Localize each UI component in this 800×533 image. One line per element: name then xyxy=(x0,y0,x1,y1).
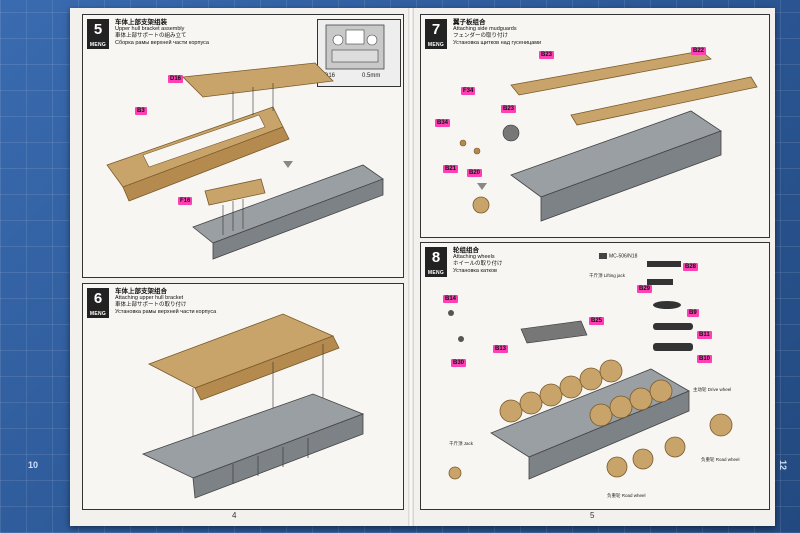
step-7-title-jp: フェンダーの取り付け xyxy=(453,33,509,39)
assembly-arrow-icon xyxy=(477,183,487,190)
step-7-title-en: Attaching side mudguards xyxy=(453,26,517,32)
step-7-drawing xyxy=(459,50,758,222)
note-road-wheel-a: 负重轮 Road wheel xyxy=(701,457,740,462)
part-callout-b10: B10 xyxy=(697,355,713,363)
part-callout-f16: F16 xyxy=(178,197,193,205)
step-6-title-en: Attaching upper hull bracket xyxy=(115,295,184,301)
part-callout-b23-b: B23 xyxy=(501,105,517,113)
part-callout-d16: D16 xyxy=(168,75,184,83)
step-8-title-ru: Установка катков xyxy=(453,268,497,274)
step-5-drawing xyxy=(106,62,384,260)
step-6-titles: 车体上部支架组合 Attaching upper hull bracket 車体… xyxy=(115,288,216,316)
step-5-title-ru: Сборка рамы верхней части корпуса xyxy=(115,40,209,46)
step-6-drawing xyxy=(141,313,365,499)
part-callout-b22: B22 xyxy=(691,47,707,55)
inset-thickness: 0.5mm xyxy=(362,73,381,79)
step-6-title-ru: Установка рамы верхней части корпуса xyxy=(115,309,217,315)
step-7-title-ru: Установка щитков над гусеницами xyxy=(453,40,542,46)
step-7-titles: 翼子板组合 Attaching side mudguards フェンダーの取り付… xyxy=(453,19,541,47)
step-6-number: 6 xyxy=(87,288,109,310)
page-number-left: 4 xyxy=(232,511,237,520)
step-8-titles: 轮组组合 Attaching wheels ホイールの取り付け Установк… xyxy=(453,247,503,275)
meng-logo: MENG xyxy=(425,269,447,277)
step-8-number: 8 xyxy=(425,247,447,269)
step-8-title-jp: ホイールの取り付け xyxy=(453,261,503,267)
photo-etch-fret-drawing xyxy=(325,24,385,70)
page-number-right: 5 xyxy=(590,511,595,520)
step-8-panel: 8 MENG 轮组组合 Attaching wheels ホイールの取り付け У… xyxy=(420,242,770,510)
step-5-title-en: Upper hull bracket assembly xyxy=(115,26,185,32)
meng-logo: MENG xyxy=(425,41,447,49)
step-5-title-jp: 車体上部サポートの組み立て xyxy=(115,33,187,39)
part-callout-b3: B3 xyxy=(135,107,147,115)
step-5-number: 5 xyxy=(87,19,109,41)
part-callout-f34: F34 xyxy=(461,87,476,95)
part-callout-b21: B21 xyxy=(443,165,459,173)
step-6-panel: 6 MENG 车体上部支架组合 Attaching upper hull bra… xyxy=(82,283,404,510)
note-lifting-jack: 千斤顶 Lifting jack xyxy=(589,273,626,278)
part-callout-b13: B13 xyxy=(493,345,509,353)
step-5-titles: 车体上部支架组装 Upper hull bracket assembly 車体上… xyxy=(115,19,209,47)
part-callout-b30: B30 xyxy=(451,359,467,367)
step-6-title-cn: 车体上部支架组合 xyxy=(115,288,167,295)
assembly-arrow-icon xyxy=(283,161,293,168)
part-callout-b23-a: B23 xyxy=(539,51,555,59)
part-callout-b29: B29 xyxy=(637,285,653,293)
booklet-spine xyxy=(408,8,414,526)
inset-part-label: D16 xyxy=(324,73,336,79)
note-jack: 千斤顶 Jack xyxy=(449,441,474,446)
step-7-number: 7 xyxy=(425,19,447,41)
step-8-drawing xyxy=(448,261,733,480)
note-road-wheel-b: 负重轮 Road wheel xyxy=(607,493,646,498)
part-callout-b28: B28 xyxy=(683,263,699,271)
part-callout-b34: B34 xyxy=(435,119,451,127)
page-left: 5 MENG 车体上部支架组装 Upper hull bracket assem… xyxy=(70,8,408,526)
photo-etch-inset: D16 0.5mm xyxy=(317,19,401,87)
paint-code: MC-506/N18 xyxy=(609,253,638,260)
page-right: 7 MENG 翼子板组合 Attaching side mudguards フェ… xyxy=(414,8,775,526)
meng-logo: MENG xyxy=(87,41,109,49)
step-8-title-cn: 轮组组合 xyxy=(453,247,479,254)
instruction-booklet: 5 MENG 车体上部支架组装 Upper hull bracket assem… xyxy=(70,8,775,526)
step-7-panel: 7 MENG 翼子板组合 Attaching side mudguards フェ… xyxy=(420,14,770,238)
step-6-title-jp: 車体上部サポートの取り付け xyxy=(115,302,187,308)
paint-swatch-icon xyxy=(599,253,607,259)
step-8-title-en: Attaching wheels xyxy=(453,254,495,260)
mat-ruler-number-right: 12 xyxy=(778,459,789,471)
part-callout-b14: B14 xyxy=(443,295,459,303)
paint-legend: MC-506/N18 xyxy=(599,253,637,259)
part-callout-b20: B20 xyxy=(467,169,483,177)
meng-logo: MENG xyxy=(87,310,109,318)
step-5-title-cn: 车体上部支架组装 xyxy=(115,19,167,26)
part-callout-b9: B9 xyxy=(687,309,699,317)
note-drive-wheel: 主动轮 Drive wheel xyxy=(693,387,732,392)
part-callout-b25: B25 xyxy=(589,317,605,325)
step-5-panel: 5 MENG 车体上部支架组装 Upper hull bracket assem… xyxy=(82,14,404,278)
part-callout-b11: B11 xyxy=(697,331,712,339)
mat-ruler-number-left: 10 xyxy=(28,460,39,470)
step-7-title-cn: 翼子板组合 xyxy=(453,19,486,26)
